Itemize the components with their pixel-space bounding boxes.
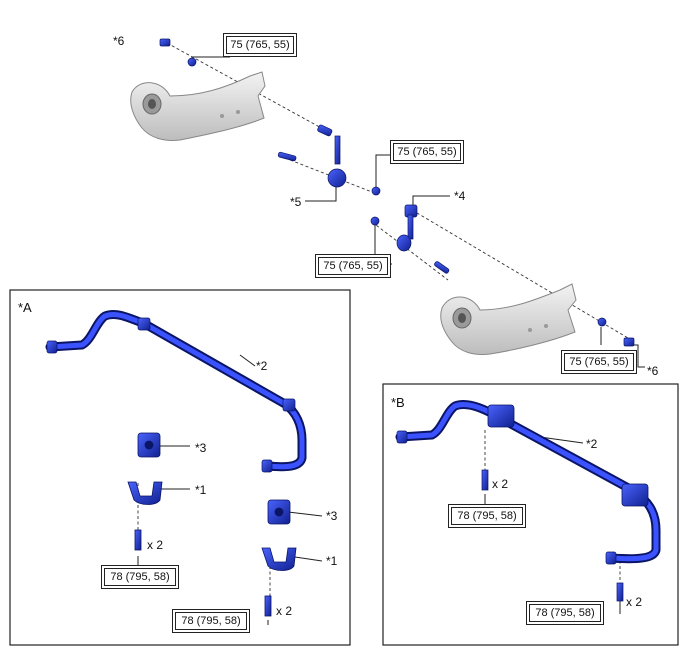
torque-value: 75 (765, 55) <box>318 257 388 275</box>
torque-box-lower: 75 (765, 55) <box>561 350 637 374</box>
panel-b-title: *B <box>391 395 405 410</box>
panel-b-frame <box>382 383 679 646</box>
quantity-a-right: x 2 <box>276 604 293 618</box>
torque-value: 75 (765, 55) <box>393 143 461 161</box>
bushings-brackets-a <box>127 432 297 617</box>
panel-a-frame <box>9 289 351 646</box>
callout-item1-a-right: *1 <box>326 554 338 568</box>
torque-box-a-right: 78 (795, 58) <box>172 609 250 633</box>
quantity-b-left: x 2 <box>492 477 509 491</box>
callout-item1-a-left: *1 <box>195 483 207 497</box>
torque-box-link-lower: 75 (765, 55) <box>315 254 391 278</box>
callout-item6-upper: *6 <box>113 34 125 48</box>
callout-item2-a: *2 <box>256 359 268 373</box>
callout-item5: *5 <box>290 195 302 209</box>
torque-value: 78 (795, 58) <box>104 568 176 586</box>
stabilizer-bar-b <box>395 400 661 602</box>
torque-value: 75 (765, 55) <box>564 353 634 371</box>
callout-item3-a-right: *3 <box>326 509 338 523</box>
torque-box-a-left: 78 (795, 58) <box>101 565 179 589</box>
quantity-b-right: x 2 <box>626 595 643 609</box>
quantity-a-left: x 2 <box>147 538 164 552</box>
trailing-arm-lower <box>440 283 577 355</box>
torque-value: 78 (795, 58) <box>175 612 247 630</box>
trailing-arm-upper <box>130 71 266 141</box>
callout-item4: *4 <box>454 189 466 203</box>
torque-value: 78 (795, 58) <box>529 604 601 622</box>
callout-item3-a-left: *3 <box>195 441 207 455</box>
torque-box-b-left: 78 (795, 58) <box>448 504 526 528</box>
torque-box-link-upper: 75 (765, 55) <box>390 140 464 164</box>
callout-item2-b: *2 <box>586 437 598 451</box>
stabilizer-bar-a <box>45 309 307 473</box>
torque-value: 78 (795, 58) <box>451 507 523 525</box>
callout-item6-lower: *6 <box>647 364 659 378</box>
leader-lines <box>137 56 645 625</box>
torque-box-upper: 75 (765, 55) <box>223 33 297 57</box>
fasteners <box>159 38 635 347</box>
panel-a-title: *A <box>18 300 32 315</box>
torque-box-b-right: 78 (795, 58) <box>526 601 604 625</box>
torque-value: 75 (765, 55) <box>226 36 294 54</box>
